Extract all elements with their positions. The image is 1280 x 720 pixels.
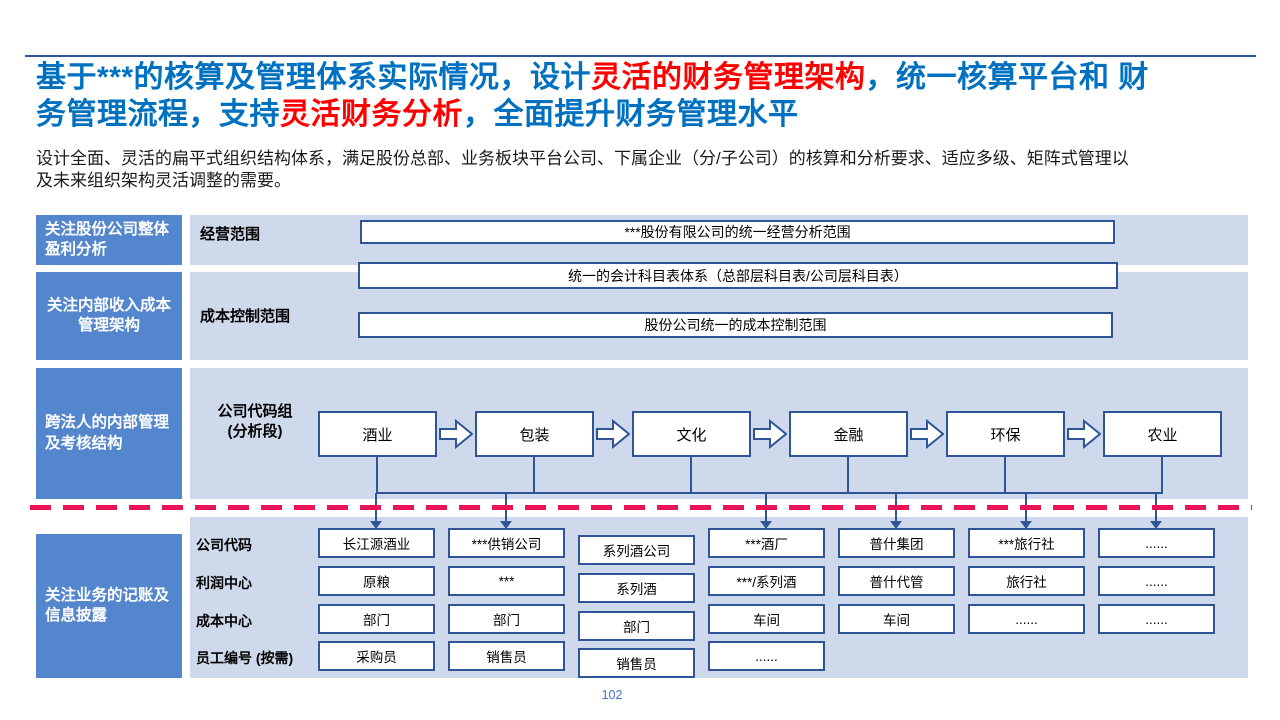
grid-cell: 部门 <box>448 604 565 634</box>
side-box-line: 管理架构 <box>77 317 140 334</box>
down-arrowhead-icon <box>1020 521 1032 529</box>
right-arrow-icon <box>594 418 632 450</box>
side-box-profit-analysis: 关注股份公司整体 盈利分析 <box>36 215 182 265</box>
down-arrowhead-icon <box>1150 521 1162 529</box>
flow-box-liquor: 酒业 <box>318 411 437 457</box>
flow-connector <box>533 457 535 493</box>
grid-cell: ***供销公司 <box>448 528 565 558</box>
grid-row-company-code: 长江源酒业 ***供销公司 系列酒公司 ***酒厂 普什集团 ***旅行社 ..… <box>318 528 1228 565</box>
grid-cell: 销售员 <box>578 648 695 678</box>
grid-row-profit-center: 原粮 *** 系列酒 ***/系列酒 普什代管 旅行社 ...... <box>318 566 1228 603</box>
down-arrowhead-icon <box>370 521 382 529</box>
grid-row-cost-center: 部门 部门 部门 车间 车间 ...... ...... <box>318 604 1228 641</box>
right-arrow-icon <box>908 418 946 450</box>
grid-cell: ...... <box>968 604 1085 634</box>
side-box-line: 及考核结构 <box>45 434 123 452</box>
scope-box-operating-analysis: ***股份有限公司的统一经营分析范围 <box>360 220 1115 244</box>
flow-box-finance: 金融 <box>789 411 908 457</box>
flow-box-packaging: 包装 <box>475 411 594 457</box>
grid-cell: 车间 <box>838 604 955 634</box>
scope-box-cost-control: 股份公司统一的成本控制范围 <box>358 312 1113 338</box>
grid-cell: ...... <box>1098 528 1215 558</box>
subtitle: 设计全面、灵活的扁平式组织结构体系，满足股份总部、业务板块平台公司、下属企业（分… <box>36 149 1129 191</box>
grid-cell: ***酒厂 <box>708 528 825 558</box>
bus-line <box>376 492 1163 494</box>
grid-cell: 旅行社 <box>968 566 1085 596</box>
side-box-line: 关注股份公司整体 <box>45 220 170 238</box>
scope-box-chart-of-accounts: 统一的会计科目表体系（总部层科目表/公司层科目表） <box>358 262 1118 289</box>
grid-cell: ***旅行社 <box>968 528 1085 558</box>
title-segment: 基于***的核算及管理体系实际情况，设计 <box>36 61 592 94</box>
page-number: 102 <box>601 688 623 702</box>
right-arrow-icon <box>1065 418 1103 450</box>
label-cost-control-scope: 成本控制范围 <box>200 308 291 325</box>
grid-cell: ...... <box>1098 566 1215 596</box>
title-segment: ，统一核算平台和 财 务管理流程，支持 <box>36 61 1149 131</box>
grid-cell: 采购员 <box>318 641 435 671</box>
row-label-company-code: 公司代码 <box>196 537 252 553</box>
grid-cell: 长江源酒业 <box>318 528 435 558</box>
side-box-line: 关注业务的记账及 <box>45 586 170 604</box>
side-box-internal-revenue-cost: 关注内部收入成本 管理架构 <box>36 272 182 360</box>
flow-box-agriculture: 农业 <box>1103 411 1222 457</box>
flow-connector <box>1004 457 1006 493</box>
label-company-code-group: 公司代码组 (分析段) <box>198 402 312 443</box>
grid-cell: 部门 <box>578 611 695 641</box>
side-box-line: 信息披露 <box>45 607 108 624</box>
grid-cell: 部门 <box>318 604 435 634</box>
flow-connector <box>690 457 692 493</box>
down-arrowhead-icon <box>890 521 902 529</box>
label-operating-scope: 经营范围 <box>200 226 261 243</box>
label-line: 公司代码组 <box>217 403 293 420</box>
side-box-cross-entity: 跨法人的内部管理 及考核结构 <box>36 368 182 499</box>
row-label-profit-center: 利润中心 <box>196 575 252 591</box>
grid-cell: 销售员 <box>448 641 565 671</box>
side-box-line: 盈利分析 <box>45 241 108 258</box>
grid-cell: 普什代管 <box>838 566 955 596</box>
company-code-flow: 酒业 包装 文化 金融 环保 农业 <box>318 411 1222 457</box>
side-box-disclosure: 关注业务的记账及 信息披露 <box>36 534 182 678</box>
title-highlight: 灵活财务分析 <box>280 98 463 131</box>
grid-cell: 普什集团 <box>838 528 955 558</box>
title-divider-line <box>25 55 1256 57</box>
flow-connector <box>376 457 378 493</box>
page-title: 基于***的核算及管理体系实际情况，设计灵活的财务管理架构，统一核算平台和 财 … <box>36 59 1264 133</box>
grid-cell: 系列酒 <box>578 573 695 603</box>
flow-connector <box>1161 457 1163 493</box>
row-label-cost-center: 成本中心 <box>196 613 252 629</box>
title-highlight: 灵活的财务管理架构 <box>591 61 866 94</box>
grid-cell: 原粮 <box>318 566 435 596</box>
side-box-line: 跨法人的内部管理 <box>45 414 170 432</box>
right-arrow-icon <box>751 418 789 450</box>
flow-box-environment: 环保 <box>946 411 1065 457</box>
title-segment: ，全面提升财务管理水平 <box>463 98 799 131</box>
grid-cell: ...... <box>1098 604 1215 634</box>
label-line: (分析段) <box>227 423 283 441</box>
grid-cell: ...... <box>708 641 825 671</box>
down-arrowhead-icon <box>500 521 512 529</box>
grid-cell: 车间 <box>708 604 825 634</box>
flow-box-culture: 文化 <box>632 411 751 457</box>
side-box-line: 关注内部收入成本 <box>46 296 171 314</box>
row-label-employee-id: 员工编号 (按需) <box>196 650 294 666</box>
dashed-divider-line <box>30 505 1252 510</box>
flow-connector <box>847 457 849 493</box>
grid-cell: *** <box>448 566 565 596</box>
down-arrowhead-icon <box>760 521 772 529</box>
grid-cell: 系列酒公司 <box>578 535 695 565</box>
right-arrow-icon <box>437 418 475 450</box>
grid-cell: ***/系列酒 <box>708 566 825 596</box>
grid-row-employee-id: 采购员 销售员 销售员 ...... <box>318 641 1228 678</box>
